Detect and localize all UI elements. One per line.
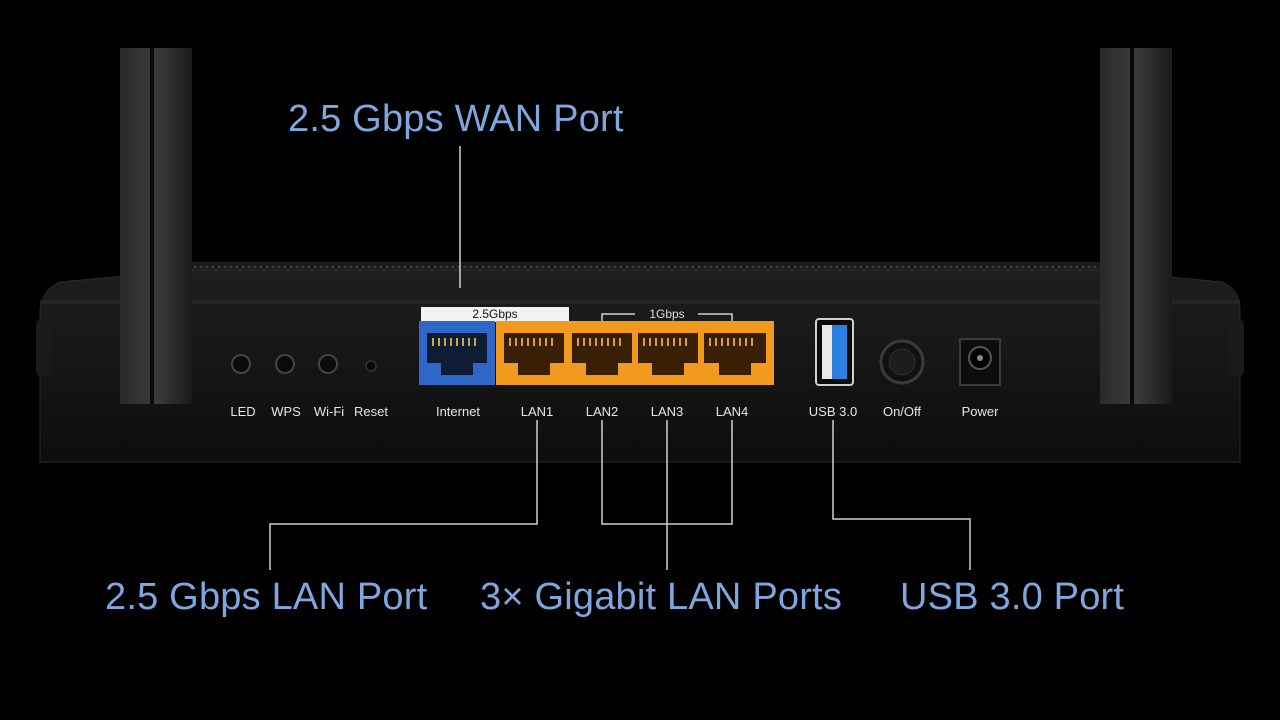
wan-speed-label: 2.5Gbps	[472, 307, 518, 321]
usb-leader-line	[832, 420, 971, 570]
lan2-label: LAN2	[585, 404, 619, 419]
gigabit-ports-callout: 3× Gigabit LAN Ports	[480, 576, 843, 618]
lan25-port-callout: 2.5 Gbps LAN Port	[105, 576, 428, 618]
wps-button[interactable]	[275, 354, 295, 374]
internet-port[interactable]	[419, 321, 495, 385]
onoff-label: On/Off	[882, 404, 922, 419]
wan-port-callout: 2.5 Gbps WAN Port	[288, 98, 624, 140]
led-label: LED	[230, 404, 256, 419]
wifi-label: Wi-Fi	[313, 404, 345, 419]
usb-label: USB 3.0	[808, 404, 858, 419]
gigabit-speed-label: 1Gbps	[649, 307, 685, 321]
power-label: Power	[961, 404, 999, 419]
gigabit-speed-bracket	[601, 313, 733, 322]
led-button[interactable]	[231, 354, 251, 374]
left-antenna	[36, 48, 192, 404]
leader-lines	[269, 146, 971, 570]
power-switch[interactable]	[879, 339, 925, 385]
usb-port-callout: USB 3.0 Port	[900, 576, 1125, 618]
reset-label: Reset	[354, 404, 388, 419]
wps-label: WPS	[271, 404, 301, 419]
lan1-port[interactable]	[504, 333, 564, 375]
power-jack[interactable]	[959, 338, 1001, 386]
lan3-label: LAN3	[650, 404, 684, 419]
lan4-label: LAN4	[715, 404, 749, 419]
lan1-label: LAN1	[520, 404, 554, 419]
wifi-button[interactable]	[318, 354, 338, 374]
usb-port[interactable]	[815, 318, 854, 386]
lan25-leader-line	[269, 420, 538, 570]
wan-speed-bar	[421, 307, 569, 322]
reset-pinhole[interactable]	[365, 360, 377, 372]
right-antenna	[1100, 48, 1244, 404]
internet-label: Internet	[435, 404, 481, 419]
